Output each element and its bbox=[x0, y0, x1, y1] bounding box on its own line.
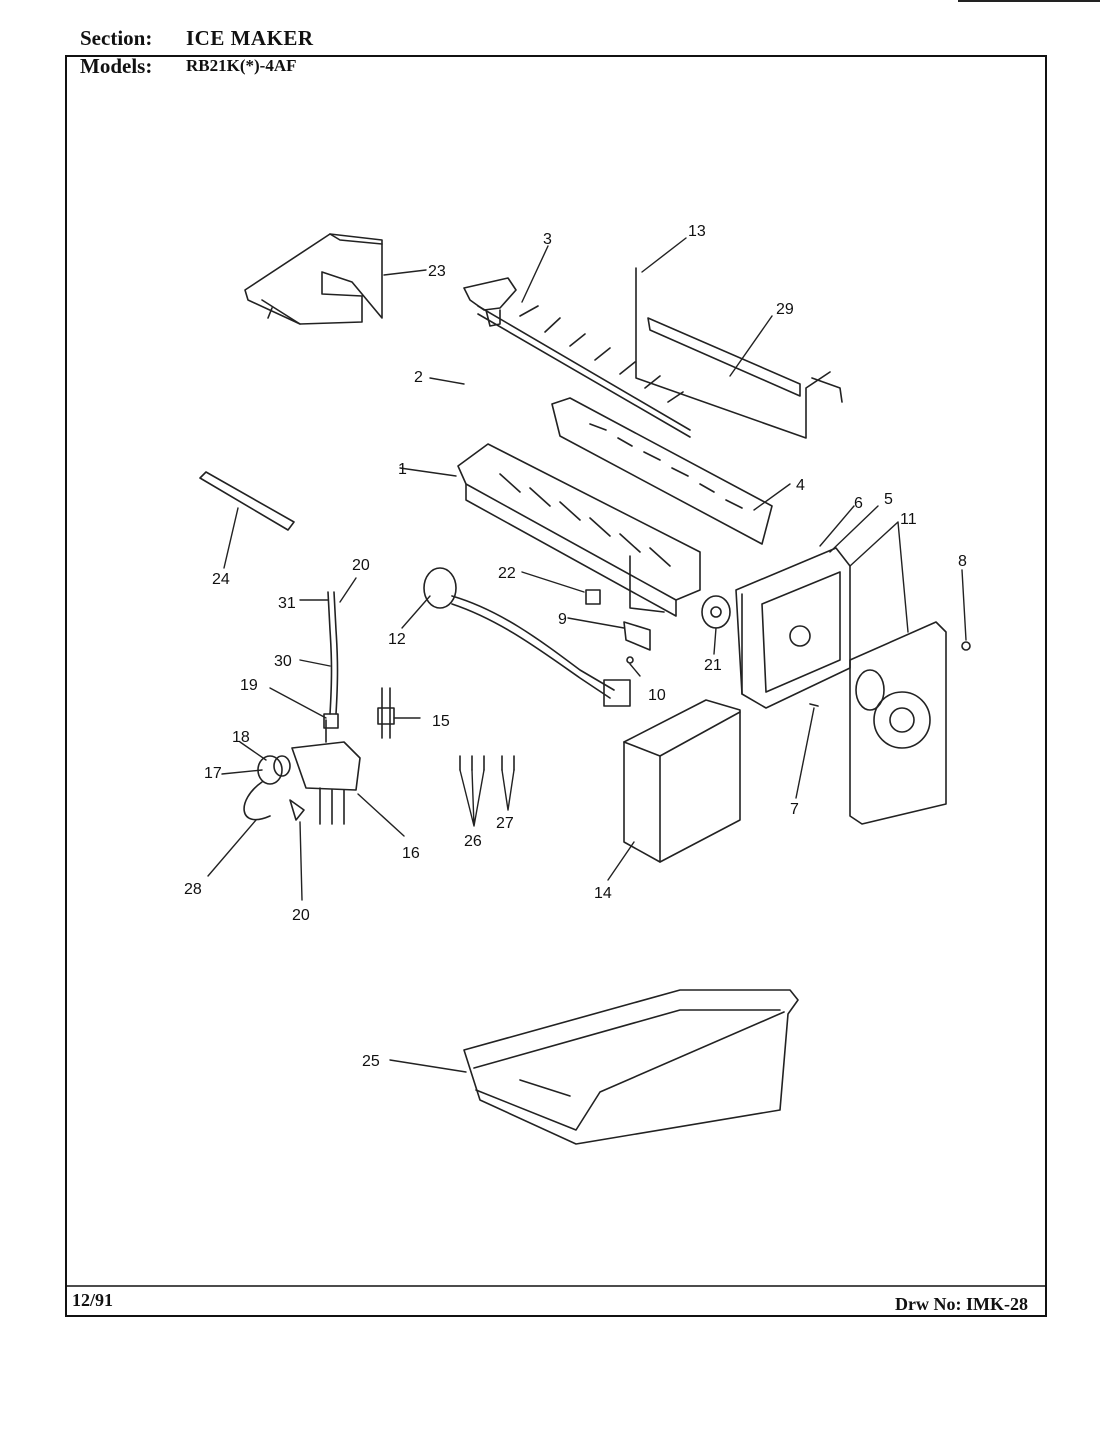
part-30-tube bbox=[323, 591, 339, 729]
part-14-insulation bbox=[623, 699, 741, 863]
part-17-coupling bbox=[257, 755, 291, 785]
callout-4: 4 bbox=[796, 477, 805, 494]
callout-1: 1 bbox=[398, 461, 407, 478]
part-2-switch bbox=[463, 277, 517, 327]
top-edge-rule bbox=[958, 0, 1100, 2]
callout-26: 26 bbox=[464, 833, 482, 850]
callout-19: 19 bbox=[240, 677, 258, 694]
part-4-stripper bbox=[551, 397, 773, 545]
part-15-connector bbox=[377, 687, 395, 739]
part-3-ejector bbox=[477, 305, 691, 438]
part-26-screws bbox=[459, 755, 485, 771]
callout-14: 14 bbox=[594, 885, 612, 902]
part-28-tubing bbox=[243, 781, 271, 821]
callout-7: 7 bbox=[790, 801, 799, 818]
part-27-screws bbox=[501, 755, 515, 771]
callout-25: 25 bbox=[362, 1053, 380, 1070]
part-21-motor bbox=[701, 595, 731, 629]
footer-drawing-number: Drw No: IMK-28 bbox=[895, 1294, 1028, 1314]
callout-2: 2 bbox=[414, 369, 423, 386]
part-9-bracket bbox=[623, 621, 651, 651]
part-20-clamp bbox=[289, 799, 305, 821]
callout-10: 10 bbox=[648, 687, 666, 704]
section-title: ICE MAKER bbox=[186, 26, 314, 50]
part-5-housing bbox=[735, 547, 851, 709]
callout-30: 30 bbox=[274, 653, 292, 670]
part-23-cover bbox=[244, 233, 383, 325]
callout-31: 31 bbox=[278, 595, 296, 612]
callout-24: 24 bbox=[212, 571, 230, 588]
diagram-border bbox=[65, 55, 1047, 1317]
callout-5: 5 bbox=[884, 491, 893, 508]
footer-date: 12/91 bbox=[72, 1290, 114, 1310]
part-16-valve bbox=[291, 719, 361, 825]
callout-9: 9 bbox=[558, 611, 567, 628]
callout-17: 17 bbox=[204, 765, 222, 782]
callout-28: 28 bbox=[184, 881, 202, 898]
part-25-ice-bin bbox=[463, 989, 799, 1145]
models-value: RB21K(*)-4AF bbox=[186, 56, 297, 75]
callout-15: 15 bbox=[432, 713, 450, 730]
part-12-harness bbox=[423, 567, 631, 707]
callout-12: 12 bbox=[388, 631, 406, 648]
callout-16: 16 bbox=[402, 845, 420, 862]
part-11-timer bbox=[849, 621, 947, 825]
part-24-strip bbox=[199, 471, 295, 531]
callout-leaders bbox=[207, 237, 967, 1073]
callout-27: 27 bbox=[496, 815, 514, 832]
callout-6: 6 bbox=[854, 495, 863, 512]
part-1-mold bbox=[457, 443, 701, 617]
callout-22: 22 bbox=[498, 565, 516, 582]
callout-29: 29 bbox=[776, 301, 794, 318]
part-7-screw bbox=[809, 703, 819, 707]
callout-21: 21 bbox=[704, 657, 722, 674]
section-label: Section: bbox=[80, 26, 153, 50]
models-label: Models: bbox=[80, 54, 153, 78]
part-13-shutoff-arm bbox=[635, 267, 843, 439]
callout-20-upper: 20 bbox=[352, 557, 370, 574]
part-8-screw bbox=[961, 641, 971, 651]
callout-8: 8 bbox=[958, 553, 967, 570]
callout-numbers: 1 2 3 4 5 6 7 8 9 10 11 12 13 14 15 16 1… bbox=[184, 223, 967, 1070]
part-22-block bbox=[585, 589, 601, 605]
callout-13: 13 bbox=[688, 223, 706, 240]
callout-20-lower: 20 bbox=[292, 907, 310, 924]
callout-23: 23 bbox=[428, 263, 446, 280]
callout-3: 3 bbox=[543, 231, 552, 248]
callout-11: 11 bbox=[900, 511, 917, 528]
callout-18: 18 bbox=[232, 729, 250, 746]
part-10-screw bbox=[626, 656, 634, 664]
